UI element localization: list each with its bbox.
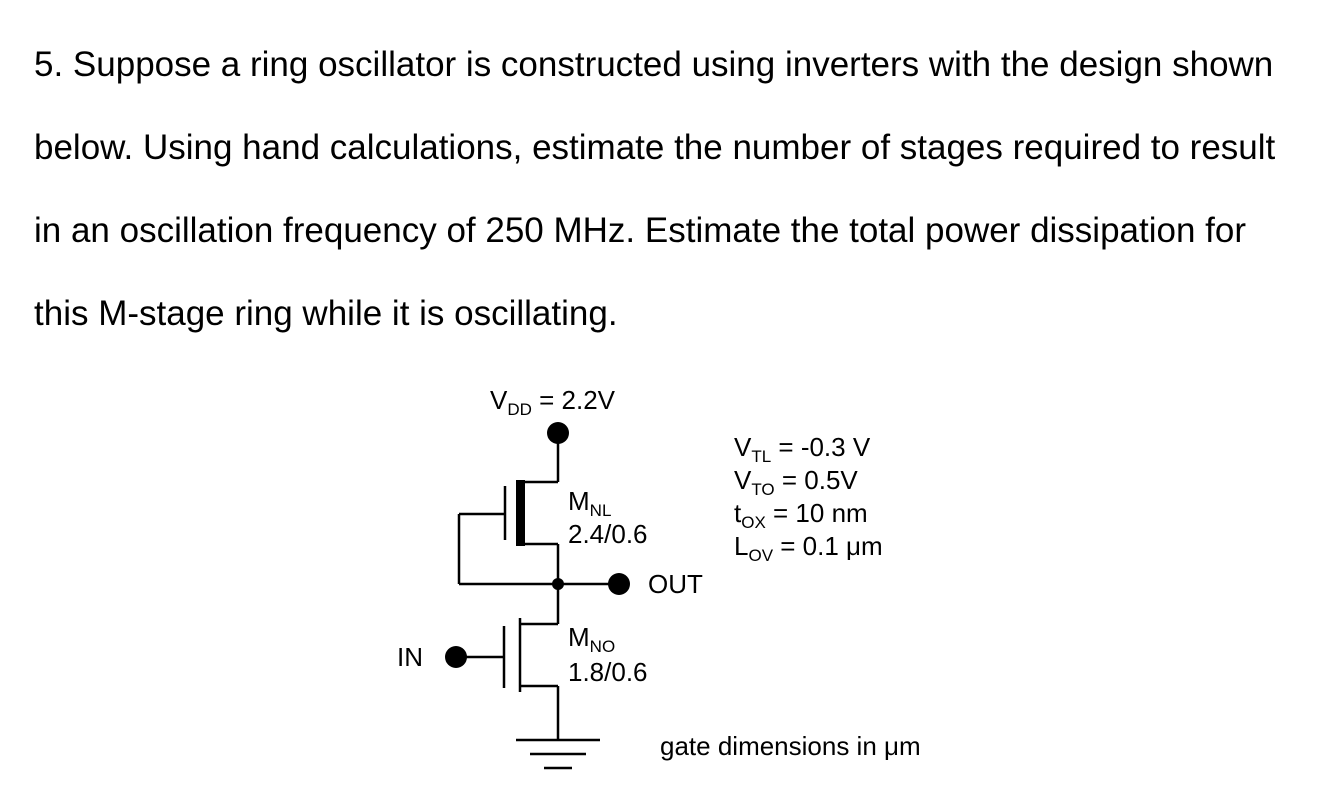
problem-line-3: in an oscillation frequency of 250 MHz. … bbox=[34, 211, 1247, 250]
problem-line-2: below. Using hand calculations, estimate… bbox=[34, 128, 1276, 167]
param-vto: VTO = 0.5V bbox=[734, 465, 858, 499]
input-terminal-dot bbox=[445, 646, 467, 668]
driver-transistor-size: 1.8/0.6 bbox=[568, 657, 648, 687]
gate-dimensions-note: gate dimensions in μm bbox=[660, 731, 921, 761]
load-transistor-size: 2.4/0.6 bbox=[568, 519, 648, 549]
output-terminal-dot bbox=[608, 573, 630, 595]
ground-symbol bbox=[516, 738, 600, 770]
problem-line-4: this M-stage ring while it is oscillatin… bbox=[34, 294, 618, 333]
driver-transistor-name: MNO bbox=[568, 622, 615, 656]
vdd-label: VDD = 2.2V bbox=[490, 385, 616, 419]
driver-transistor-symbol bbox=[459, 584, 560, 740]
out-label: OUT bbox=[648, 569, 703, 599]
problem-line-1: 5. Suppose a ring oscillator is construc… bbox=[34, 45, 1274, 84]
load-transistor-symbol bbox=[457, 480, 560, 586]
load-transistor-name: MNL bbox=[568, 486, 611, 520]
param-lov: LOV = 0.1 μm bbox=[734, 531, 883, 565]
param-vtl: VTL = -0.3 V bbox=[734, 432, 871, 466]
in-label: IN bbox=[397, 642, 423, 672]
param-tox: tOX = 10 nm bbox=[734, 498, 868, 532]
